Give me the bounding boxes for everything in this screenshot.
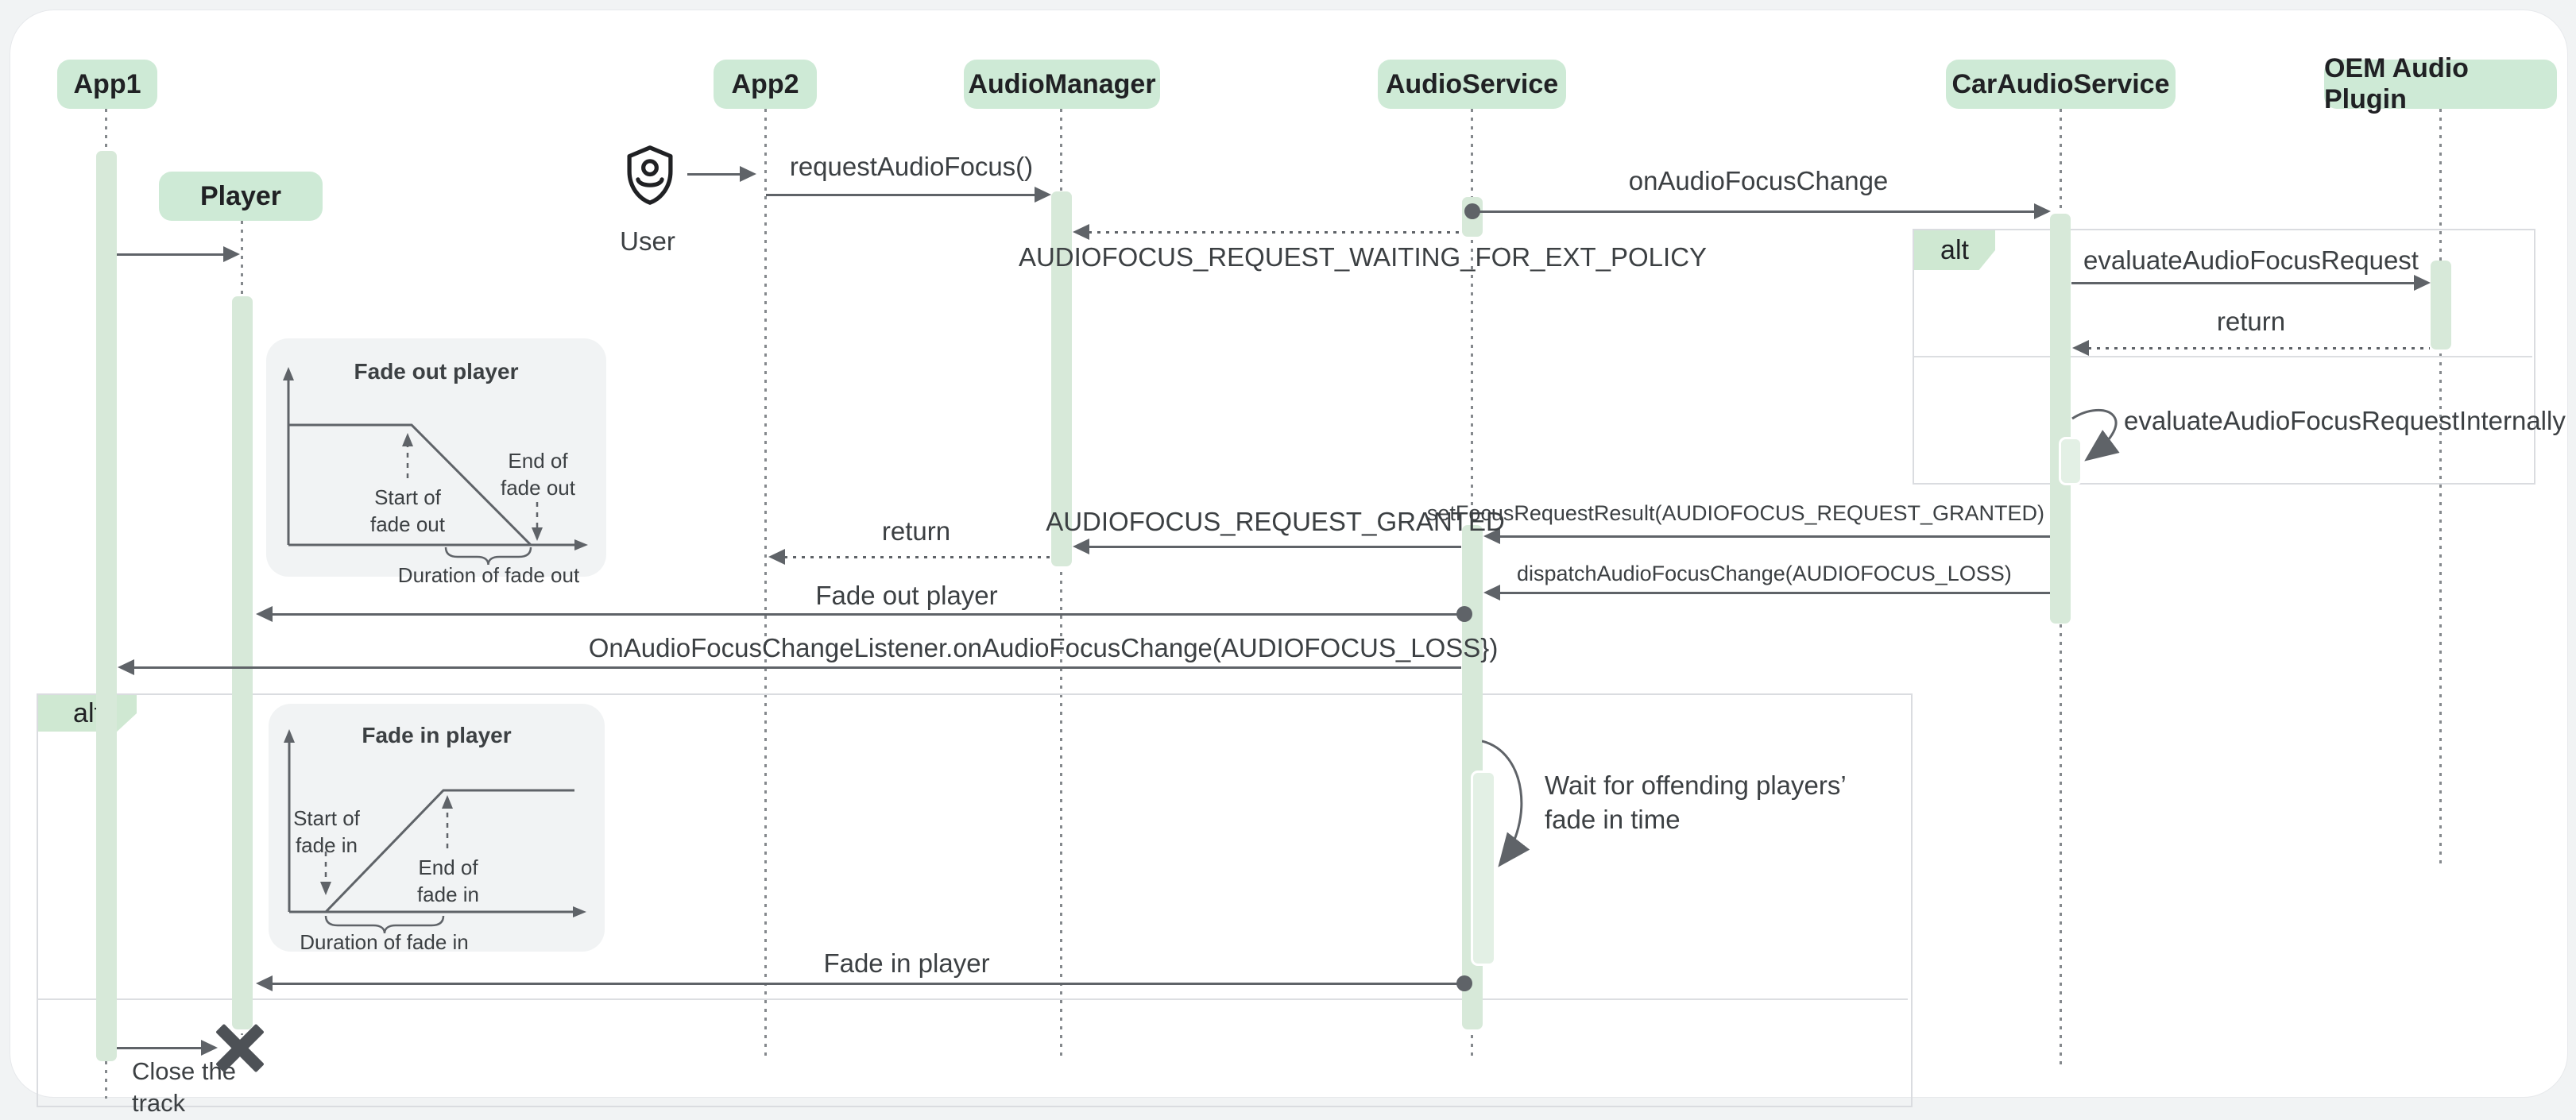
- fade-in-duration-label: Duration of fade in: [300, 930, 469, 954]
- participant-label: CarAudioService: [1951, 68, 2170, 99]
- line-fade-out-player: [272, 613, 1471, 616]
- activation-audioservice-wait: [1471, 770, 1496, 966]
- line-on-audio-focus-change: [1479, 210, 2034, 213]
- arrowhead-on-audio-focus-change: [2034, 203, 2051, 219]
- line-request-granted: [1089, 546, 1461, 548]
- msg-dispatch-change: dispatchAudioFocusChange(AUDIOFOCUS_LOSS…: [1517, 562, 2012, 585]
- lifeline-audiomanager: [1060, 109, 1062, 1060]
- msg-return-app2: return: [881, 516, 951, 546]
- lifeline-app2: [764, 109, 767, 1060]
- activation-player: [232, 296, 253, 1029]
- arrowhead-app1-to-player: [223, 246, 240, 262]
- destroy-icon: [211, 1020, 269, 1077]
- arrowhead-fade-out-player: [256, 606, 273, 622]
- fade-in-inset: Fade in player Start of fade in End of f…: [269, 704, 605, 954]
- arrowhead-return-oem: [2072, 340, 2089, 356]
- arrowhead-request-audio-focus: [1035, 187, 1051, 203]
- fade-in-title: Fade in player: [362, 723, 512, 747]
- arrowhead-evaluate-request: [2414, 275, 2431, 291]
- msg-evaluate-request: evaluateAudioFocusRequest: [2083, 245, 2419, 275]
- activation-caraudioservice-internal: [2059, 437, 2083, 485]
- alt-frame-left: [37, 693, 1913, 1107]
- self-loop-evaluate-internally: [2071, 408, 2120, 462]
- participant-label: AudioService: [1385, 68, 1559, 99]
- activation-audiomanager: [1051, 191, 1072, 566]
- fade-out-title: Fade out player: [354, 359, 519, 384]
- fade-out-graph: [283, 367, 588, 566]
- msg-request-granted: AUDIOFOCUS_REQUEST_GRANTED: [1046, 507, 1505, 536]
- participant-caraudioservice: CarAudioService: [1946, 60, 2176, 109]
- note-wait-fade-in: Wait for offending players’ fade in time: [1545, 770, 1846, 834]
- participant-label: Player: [199, 180, 282, 211]
- line-fade-in-player: [272, 983, 1471, 985]
- participant-app1: App1: [57, 60, 157, 109]
- fade-in-end-label: End of fade in: [416, 855, 480, 906]
- line-dispatch-change: [1499, 592, 2050, 594]
- user-label: User: [620, 226, 675, 256]
- fade-out-duration-label: Duration of fade out: [397, 563, 580, 587]
- msg-fade-out-player: Fade out player: [815, 581, 998, 610]
- arrowhead-request-granted: [1073, 539, 1089, 554]
- alt-frame-right-label: alt: [1914, 230, 1995, 270]
- participant-audioservice: AudioService: [1378, 60, 1566, 109]
- arrowhead-return-app2: [768, 549, 785, 565]
- user-shield-icon: [627, 145, 673, 205]
- line-on-change-listener: [133, 666, 1461, 669]
- activation-caraudioservice: [2050, 214, 2071, 624]
- arrowhead-dispatch-change: [1483, 585, 1500, 601]
- arrowhead-fade-in-player: [256, 975, 273, 991]
- participant-audiomanager: AudioManager: [964, 60, 1160, 109]
- user-to-app2-line: [687, 173, 740, 176]
- line-waiting-ext-policy: [1089, 231, 1461, 234]
- alt-frame-right: [1913, 229, 2535, 485]
- origin-dot-on-audio-focus-change: [1464, 203, 1480, 219]
- arrowhead-set-focus-result: [1483, 528, 1500, 544]
- origin-dot-fade-out-player: [1456, 606, 1472, 622]
- line-evaluate-request: [2071, 282, 2414, 284]
- line-set-focus-result: [1499, 535, 2050, 538]
- fade-out-end-label: End of fade out: [501, 449, 575, 500]
- msg-on-audio-focus-change: onAudioFocusChange: [1628, 166, 1889, 195]
- line-close-track: [117, 1047, 201, 1049]
- user-actor: [621, 142, 679, 213]
- line-app1-to-player: [117, 253, 223, 256]
- participant-label: App1: [73, 68, 141, 99]
- msg-fade-in-player: Fade in player: [823, 948, 990, 978]
- alt-label-text: alt: [1940, 234, 1969, 265]
- activation-app1: [96, 151, 117, 1061]
- msg-evaluate-internally: evaluateAudioFocusRequestInternally: [2124, 406, 2566, 435]
- fade-out-inset: Fade out player Start of fade out End of…: [266, 338, 606, 587]
- participant-oem-plugin: OEM Audio Plugin: [2324, 53, 2557, 114]
- activation-oem-plugin: [2431, 261, 2451, 350]
- participant-app2: App2: [714, 60, 817, 109]
- arrowhead-close-track: [201, 1040, 218, 1056]
- lifeline-oem-plugin: [2439, 109, 2442, 866]
- arrowhead-on-change-listener: [118, 659, 134, 675]
- msg-request-audio-focus: requestAudioFocus(): [789, 152, 1034, 181]
- msg-return-oem: return: [2216, 307, 2286, 336]
- fade-in-start-label: Start of fade in: [293, 806, 360, 857]
- arrowhead-waiting-ext-policy: [1073, 224, 1089, 240]
- line-request-audio-focus: [766, 194, 1035, 196]
- msg-set-focus-result: setFocusRequestResult(AUDIOFOCUS_REQUEST…: [1426, 501, 2044, 525]
- participant-label: AudioManager: [968, 68, 1156, 99]
- participant-label: App2: [731, 68, 799, 99]
- msg-waiting-ext-policy: AUDIOFOCUS_REQUEST_WAITING_FOR_EXT_POLIC…: [1018, 242, 1708, 272]
- fade-out-start-label: Start of fade out: [370, 485, 445, 536]
- msg-on-change-listener: OnAudioFocusChangeListener.onAudioFocusC…: [588, 633, 1499, 662]
- alt-frame-right-divider: [1914, 356, 2532, 357]
- self-loop-wait: [1482, 740, 1530, 867]
- line-return-oem: [2088, 347, 2430, 350]
- user-to-app2-arrowhead: [740, 166, 756, 182]
- alt-frame-left-divider: [38, 998, 1908, 1000]
- origin-dot-fade-in-player: [1456, 975, 1472, 991]
- diagram-canvas: alt alt Fade out player Start of fade ou…: [10, 10, 2568, 1117]
- fade-in-graph: [284, 729, 586, 934]
- participant-label: OEM Audio Plugin: [2324, 53, 2469, 114]
- participant-player: Player: [159, 172, 323, 221]
- line-return-app2: [784, 556, 1050, 558]
- alt-frame-left-label: alt: [38, 695, 137, 732]
